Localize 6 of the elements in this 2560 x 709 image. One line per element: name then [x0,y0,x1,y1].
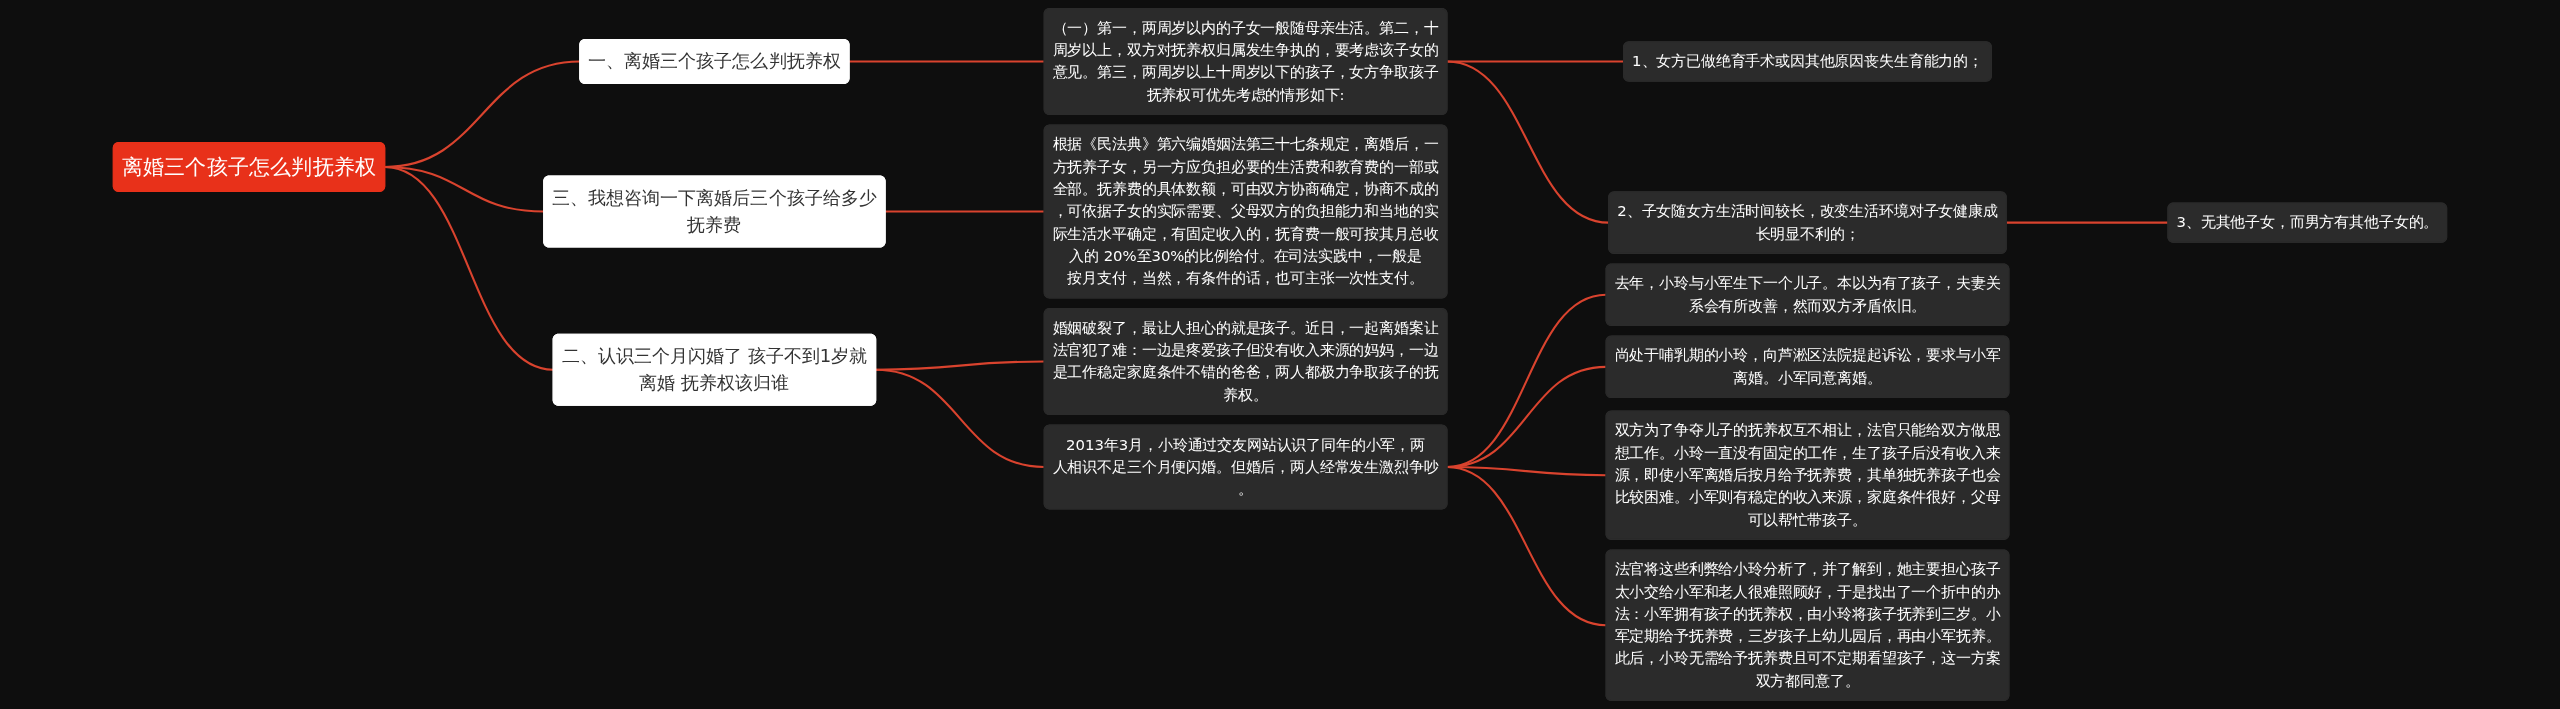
connector [2006,221,2168,224]
connector [885,210,1045,213]
connector [849,60,1045,63]
connector [1447,60,1624,63]
connector [875,368,1045,469]
connector [384,165,554,371]
